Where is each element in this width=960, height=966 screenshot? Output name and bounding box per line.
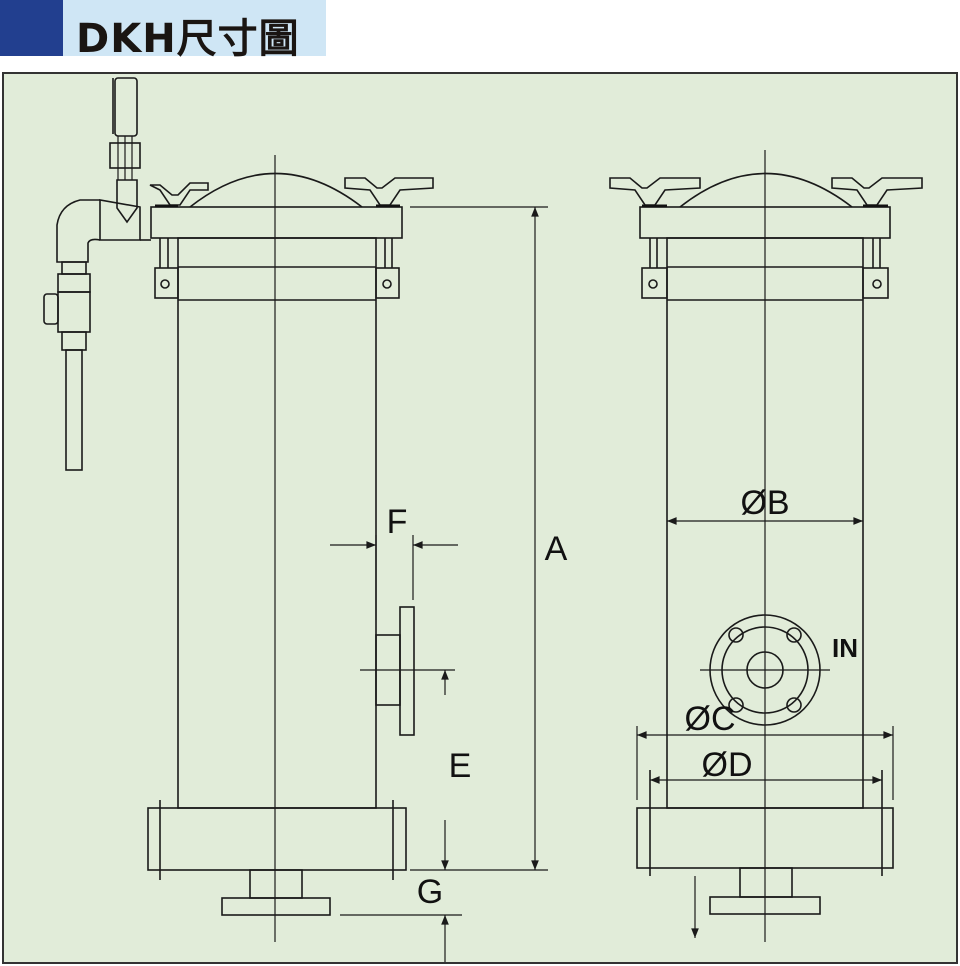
- side-view: [43, 77, 548, 962]
- dimension-label-b: ØB: [740, 484, 789, 522]
- dimension-label-g: G: [417, 873, 443, 911]
- pressure-gauge-icon: [43, 77, 151, 471]
- wing-nut-icon: [149, 182, 209, 206]
- wing-nut-icon: [344, 177, 434, 206]
- wing-nut-icon: [831, 177, 923, 206]
- dimension-label-e: E: [449, 747, 472, 785]
- page-title: DKH尺寸圖: [76, 16, 300, 62]
- inlet-flange-icon: [700, 614, 830, 726]
- header-bar: [63, 0, 326, 56]
- dimension-label-c: ØC: [685, 700, 736, 738]
- inlet-label: IN: [832, 633, 858, 663]
- dimension-label-a: A: [545, 530, 568, 568]
- dimension-label-f: F: [387, 503, 408, 541]
- front-view: [609, 150, 923, 942]
- dimension-label-d: ØD: [702, 746, 753, 784]
- header-accent-block: [0, 0, 63, 56]
- wing-nut-icon: [609, 177, 701, 206]
